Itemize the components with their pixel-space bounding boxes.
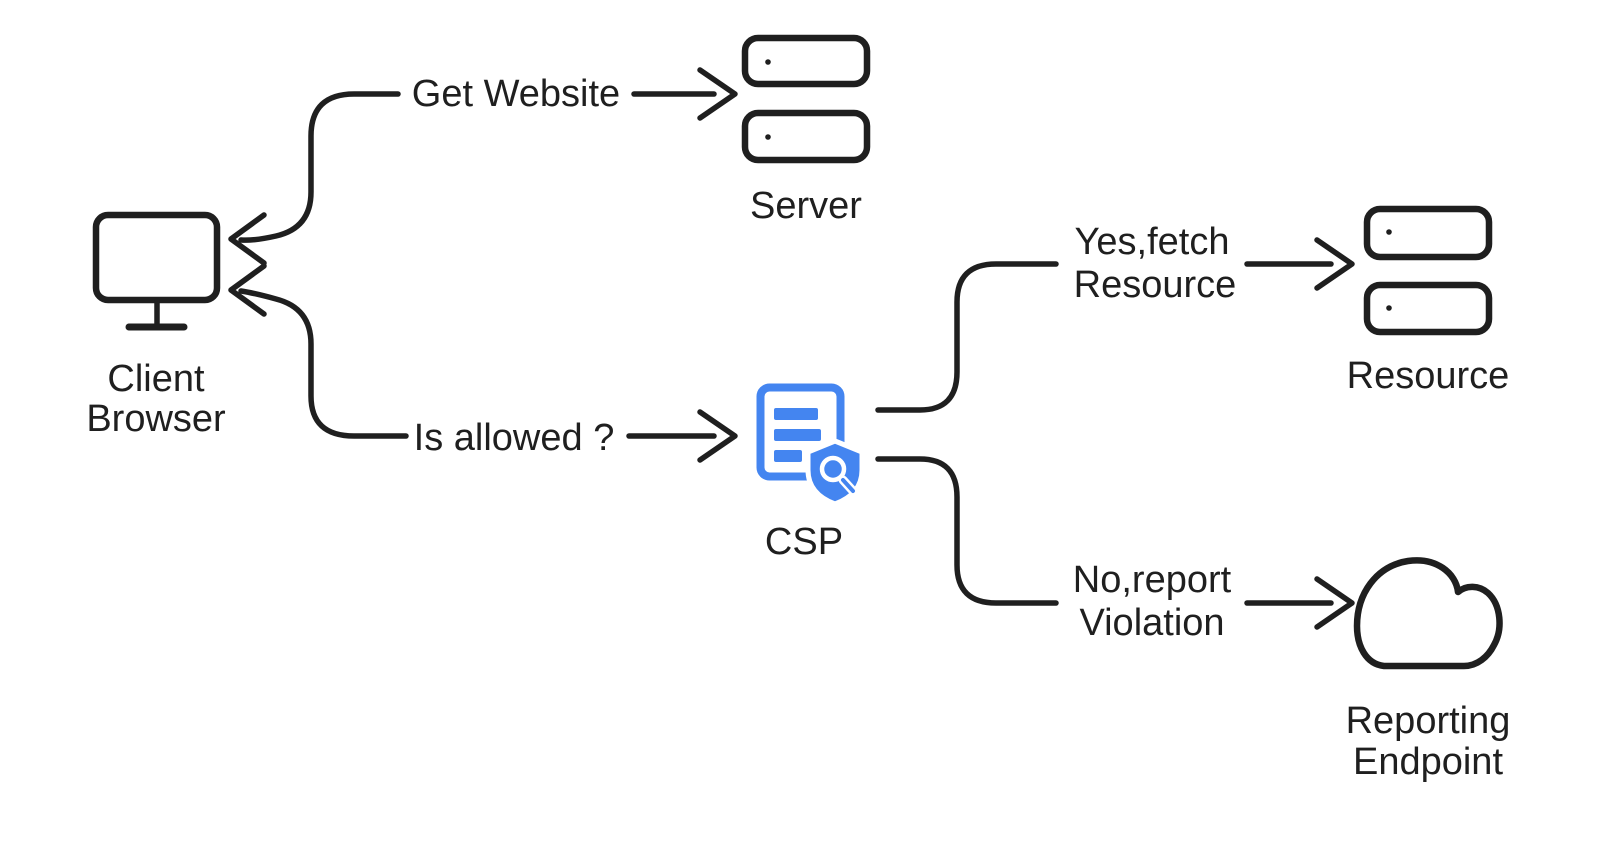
edge-yes-curve xyxy=(875,261,1059,413)
node-resource: Resource xyxy=(1347,205,1510,397)
arrowhead-left-icon xyxy=(228,212,267,266)
reporting-endpoint-label-line2: Endpoint xyxy=(1353,741,1503,783)
arrowhead-right-icon xyxy=(697,409,738,463)
node-reporting-endpoint: Reporting Endpoint xyxy=(1346,557,1511,783)
edge-get-website: Get Website xyxy=(228,67,738,266)
arrowhead-right-icon xyxy=(697,67,738,121)
client-browser-label-line1: Client xyxy=(107,358,205,400)
server-stack-icon xyxy=(741,34,871,164)
edge-is-allowed: Is allowed ? xyxy=(228,263,738,463)
edge-no-report-violation: No,report Violation xyxy=(875,456,1355,644)
policy-document-shield-search-icon xyxy=(756,383,865,507)
magnifier-icon xyxy=(819,455,847,483)
csp-label: CSP xyxy=(765,521,843,563)
edge-yes-label-line2: Resource xyxy=(1074,264,1237,306)
cloud-icon xyxy=(1353,557,1503,670)
edge-get-website-curve xyxy=(238,91,401,243)
edge-yes-label-line1: Yes,fetch xyxy=(1075,221,1230,263)
monitor-icon xyxy=(92,211,221,331)
edge-no-label-line2: Violation xyxy=(1079,602,1224,644)
client-browser-label-line2: Browser xyxy=(86,398,226,440)
edge-yes-fetch-resource: Yes,fetch Resource xyxy=(875,221,1355,413)
server-stack-icon xyxy=(1363,205,1493,336)
edge-is-allowed-curve xyxy=(238,288,409,439)
reporting-endpoint-label-line1: Reporting xyxy=(1346,700,1511,742)
node-client-browser: Client Browser xyxy=(86,211,226,440)
edge-no-label-line1: No,report xyxy=(1073,559,1232,601)
arrowhead-right-icon xyxy=(1314,576,1355,630)
arrowhead-right-icon xyxy=(1314,237,1355,291)
edge-no-curve xyxy=(875,456,1059,606)
node-csp: CSP xyxy=(756,383,865,563)
server-label: Server xyxy=(750,185,862,227)
edge-get-website-label: Get Website xyxy=(412,73,620,115)
node-server: Server xyxy=(741,34,871,227)
resource-label: Resource xyxy=(1347,355,1510,397)
edge-is-allowed-label: Is allowed ? xyxy=(414,417,615,459)
arrowhead-left-icon xyxy=(228,263,267,317)
